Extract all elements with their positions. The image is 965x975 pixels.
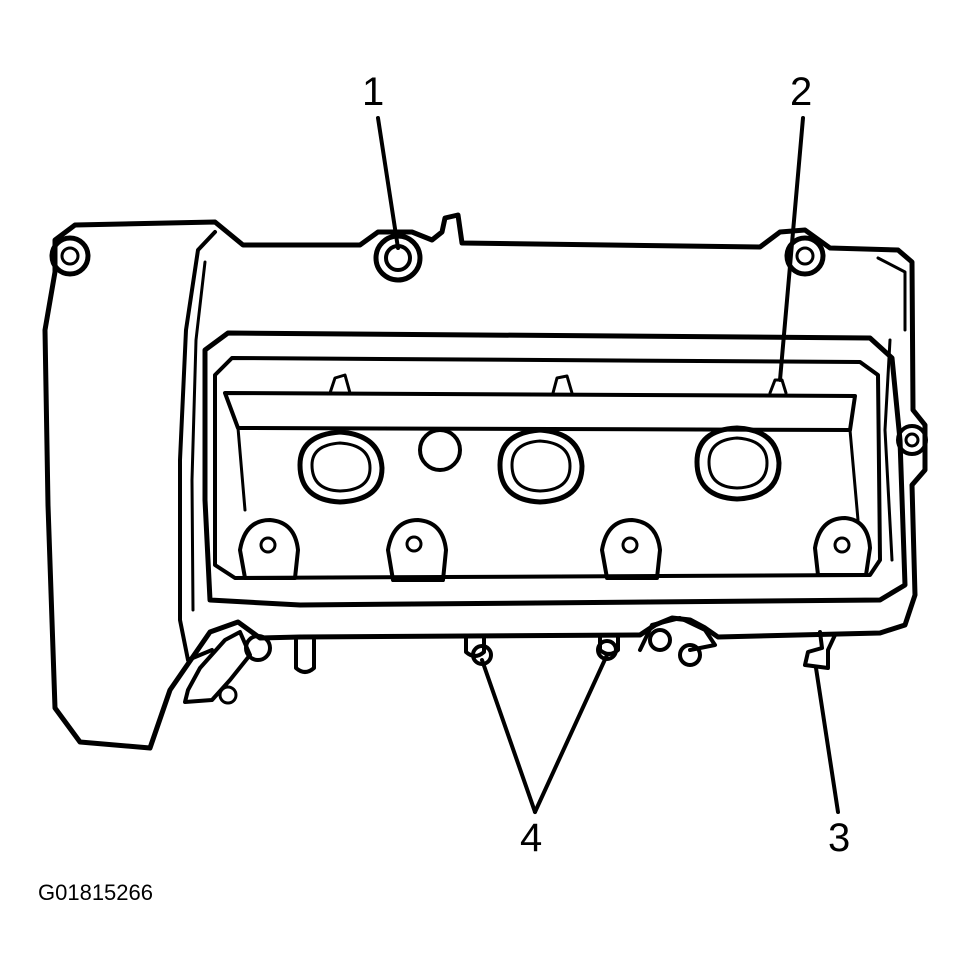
right-end-rib-2 xyxy=(883,338,894,562)
lower-boss-3 xyxy=(600,518,662,580)
tab-3 xyxy=(768,378,788,395)
leader-line-4a xyxy=(480,658,537,814)
right-side-boss xyxy=(896,424,928,456)
lower-boss-4 xyxy=(813,516,872,577)
leader-line-2 xyxy=(778,116,805,382)
center-boss xyxy=(418,428,462,472)
pcv-fitting xyxy=(803,630,837,670)
baffle-base xyxy=(236,426,860,522)
bracket-bolt-left xyxy=(218,634,272,705)
leader-line-1 xyxy=(376,116,400,250)
leader-line-3 xyxy=(814,666,840,814)
callout-2: 2 xyxy=(790,70,813,114)
plug-well-inner xyxy=(213,356,882,580)
end-cap-bracket xyxy=(183,630,252,704)
figure-id-label: G01815266 xyxy=(38,880,153,905)
end-cap-edge xyxy=(178,230,217,662)
top-right-boss xyxy=(784,235,826,277)
end-cap-rib xyxy=(190,260,207,612)
tab-2 xyxy=(551,374,574,395)
callout-1: 1 xyxy=(362,70,385,114)
lower-boss-2 xyxy=(386,518,448,582)
tube-seal-3 xyxy=(694,425,782,502)
tube-seal-1 xyxy=(297,429,385,505)
top-left-boss xyxy=(49,235,91,277)
bolt-4a xyxy=(464,636,493,666)
stud-left xyxy=(294,638,316,674)
bracket-right xyxy=(638,616,717,667)
right-end-rib xyxy=(876,256,907,332)
plug-well-outer xyxy=(202,330,908,608)
lower-boss-1 xyxy=(238,518,300,580)
baffle-plate xyxy=(223,391,857,432)
leader-line-4b xyxy=(533,653,609,814)
tube-seal-2 xyxy=(497,427,585,505)
tab-1 xyxy=(328,373,352,395)
callout-3: 3 xyxy=(828,816,851,860)
cover-outline xyxy=(42,212,928,751)
callout-4: 4 xyxy=(520,816,543,860)
